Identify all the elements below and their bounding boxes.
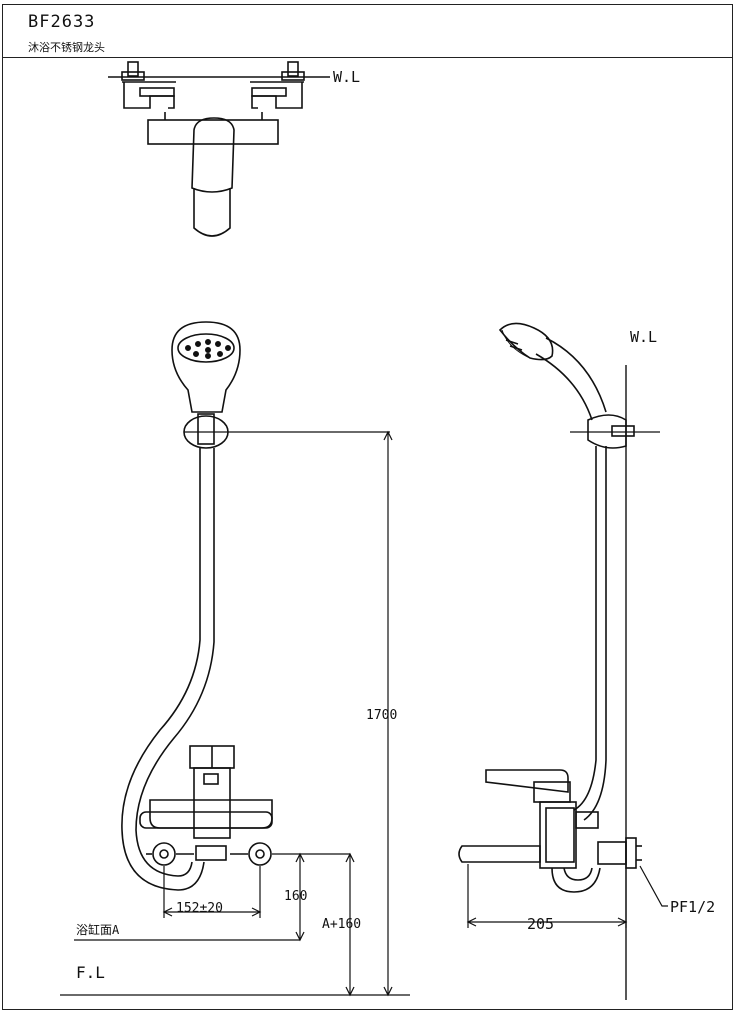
shower-head [171, 321, 241, 413]
side-water-line-label: W.L [630, 328, 657, 346]
front-view: 1700 152±20 160 A+160 浴缸面A F.L [60, 321, 410, 997]
side-hose-inner [583, 446, 607, 821]
thread-size-label: PF1/2 [670, 898, 715, 916]
floor-line-label: F.L [76, 963, 105, 982]
top-lever-handle [191, 117, 235, 193]
mixer-body-front [139, 745, 350, 866]
top-body-bar [147, 119, 279, 145]
front-dimensions [60, 430, 410, 997]
shower-hose-inner [135, 448, 215, 877]
side-hose-outer [573, 446, 597, 811]
title-block: BF2633 沐浴不锈钢龙头 [2, 4, 733, 58]
height-1700-label: 1700 [366, 708, 397, 723]
top-water-line-label: W.L [333, 68, 360, 86]
shower-bracket-side [587, 414, 627, 449]
shower-head-side [498, 322, 607, 421]
drawing-border [2, 4, 733, 1010]
mixer-body-side [458, 769, 642, 893]
right-inlet-fitting [250, 61, 305, 109]
projection-dimension [466, 864, 628, 928]
left-inlet-fitting [121, 61, 176, 109]
shower-hose-outer [121, 448, 205, 891]
model-number: BF2633 [28, 12, 96, 32]
a-plus-160-label: A+160 [322, 917, 361, 932]
spacing-152-label: 152±20 [176, 901, 223, 916]
offset-160-label: 160 [284, 889, 307, 904]
projection-205-label: 205 [527, 915, 554, 933]
top-view: W.L [108, 61, 360, 237]
product-description: 沐浴不锈钢龙头 [28, 41, 105, 54]
side-view: 205 PF1/2 W.L [458, 322, 715, 1000]
thread-leader [639, 865, 668, 907]
bath-rim-label: 浴缸面A [76, 922, 120, 937]
shower-bracket [183, 413, 390, 449]
